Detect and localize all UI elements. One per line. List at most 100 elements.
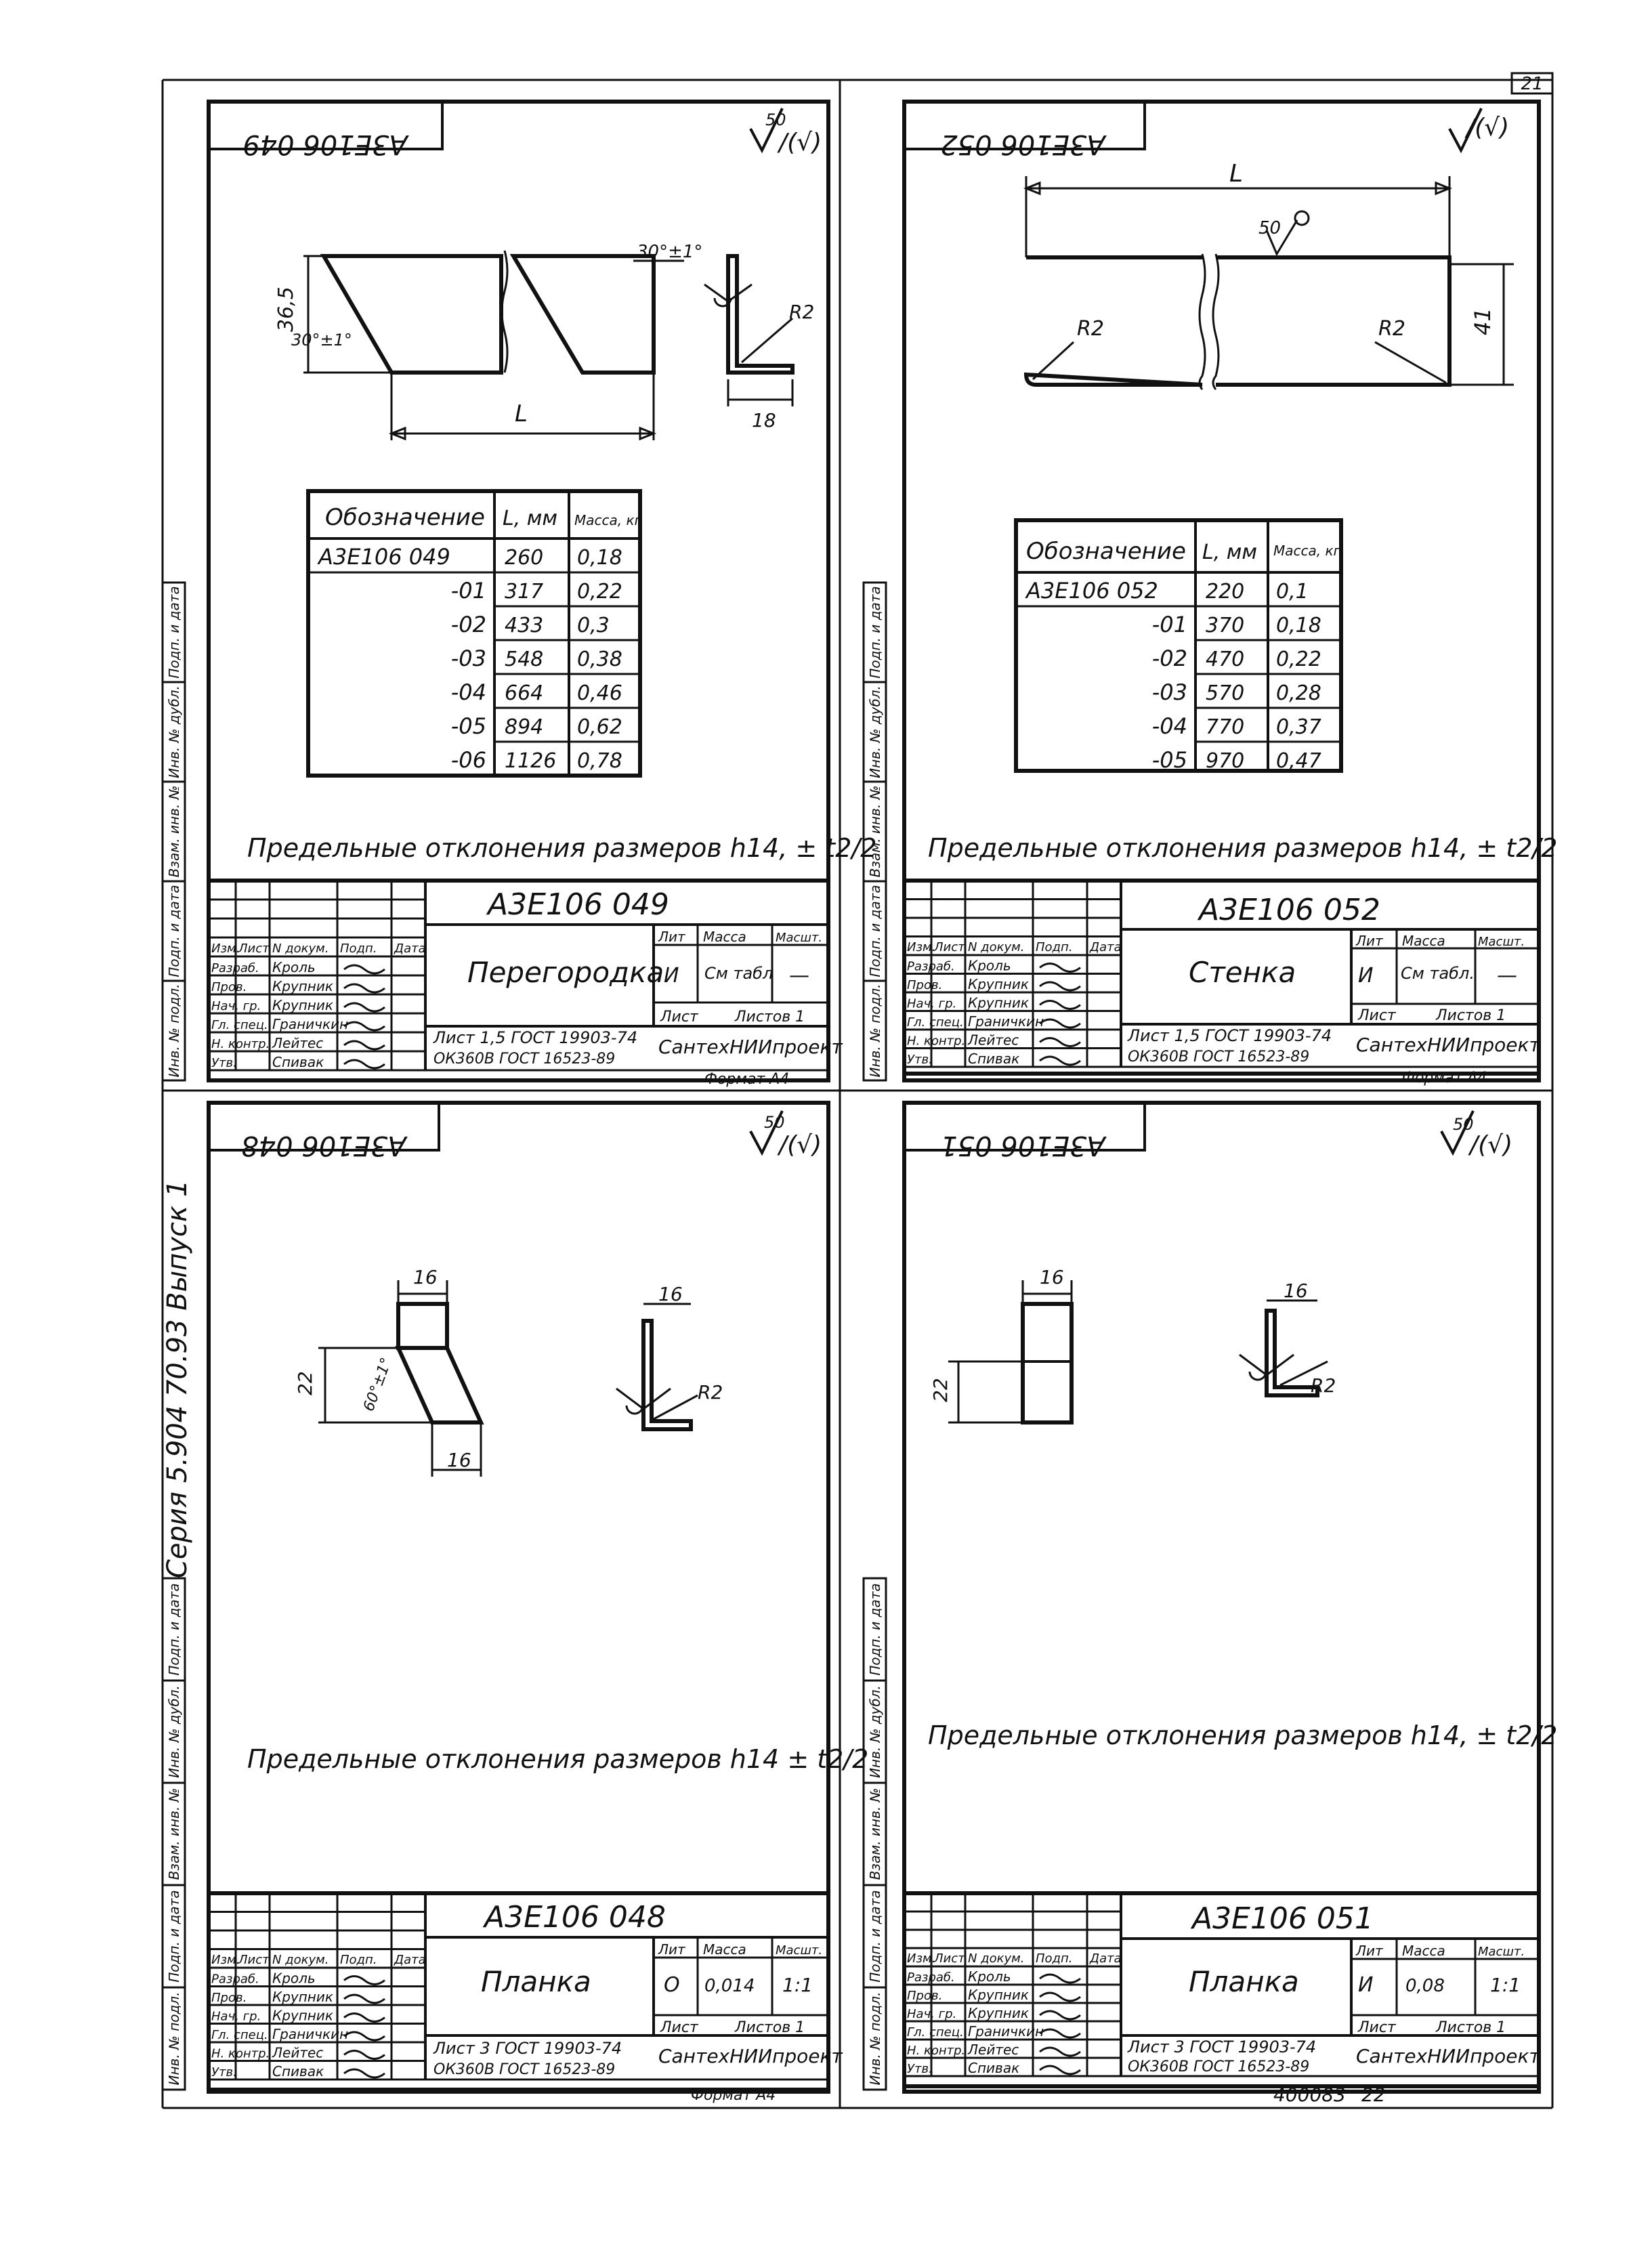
- cell-designation: А3Е106 049: [317, 544, 450, 570]
- svg-text:Лит: Лит: [658, 929, 686, 945]
- tb-header-label: Лист: [238, 1953, 270, 1967]
- cell-length: 770: [1206, 715, 1244, 739]
- cell-mass: 0,22: [1276, 648, 1321, 671]
- tolerance-note: Предельные отклонения размеров h14 ± t2/…: [247, 1744, 868, 1774]
- side-strip-label: Инв. № дубл.: [867, 685, 883, 778]
- tb-scale: 1:1: [1490, 1974, 1521, 1996]
- tb-role: Разраб.: [907, 960, 955, 974]
- svg-text:/(√): /(√): [777, 129, 822, 156]
- tb-material-2: ОК360В ГОСТ 16523-89: [433, 2061, 615, 2078]
- tb-header-label: Дата: [1089, 940, 1122, 954]
- tb-organization: СантехНИИпроект: [658, 1036, 843, 1058]
- cell-mass: 0,37: [1276, 715, 1321, 739]
- signature-mark: [343, 2012, 385, 2023]
- tb-person: Крупник: [968, 976, 1029, 992]
- tolerance-note: Предельные отклонения размеров h14, ± t2…: [928, 1720, 1557, 1750]
- designation-table: Обозначение L, мм Масса, кг: [1014, 518, 1343, 773]
- tb-part-name: Стенка: [1189, 956, 1296, 989]
- sheet-frame: [902, 1101, 1541, 2094]
- signature-mark: [343, 1002, 385, 1013]
- tb-person: Крупник: [272, 997, 333, 1013]
- tb-header-label: Лист: [933, 940, 965, 954]
- cell-length: 894: [505, 715, 543, 739]
- cell-length: 570: [1206, 681, 1244, 705]
- svg-text:50: 50: [1453, 1115, 1474, 1134]
- tb-role: Гл. спец.: [907, 1015, 964, 1030]
- signature-mark: [343, 1993, 385, 2004]
- tb-person: Граничкин: [272, 1016, 348, 1032]
- signature-mark: [1039, 2065, 1081, 2075]
- tb-header-label: Изм.: [907, 940, 935, 954]
- cell-mass: 0,1: [1276, 580, 1309, 604]
- tb-role: Разраб.: [211, 961, 259, 975]
- cell-length: 1126: [505, 749, 556, 773]
- signature-mark: [343, 1975, 385, 1985]
- svg-text:Масса: Масса: [1402, 933, 1445, 949]
- part-view-stenka: L 41 R2 R2 50: [1023, 160, 1514, 390]
- tb-role: Н. контр.: [907, 1034, 965, 1049]
- tb-person: Крупник: [968, 995, 1029, 1011]
- cell-designation: -05: [451, 713, 486, 739]
- side-strip-label: Подп. и дата: [867, 1890, 883, 1982]
- tb-role: Пров.: [211, 1991, 247, 2005]
- tb-role: Пров.: [907, 978, 942, 992]
- signature-mark: [1039, 1055, 1081, 1066]
- side-strip-label: Взам. инв. №: [166, 1788, 182, 1880]
- cell-length: 470: [1206, 648, 1244, 671]
- side-strip-label: Подп. и дата: [166, 885, 182, 977]
- svg-text:50: 50: [1258, 218, 1281, 238]
- cell-mass: 0,62: [577, 715, 622, 739]
- stamp-mirror-text: А3Е106 051: [940, 1130, 1107, 1161]
- side-strip-label: Взам. инв. №: [867, 1788, 883, 1880]
- cell-length: 433: [505, 614, 543, 637]
- tb-role: Пров.: [211, 980, 247, 994]
- tb-person: Крупник: [968, 1987, 1029, 2003]
- svg-text:30°±1°: 30°±1°: [637, 242, 702, 262]
- sheet-a3e106-052: А3Е106 052 /(√) L 41 R2 R2 50: [902, 100, 1557, 1086]
- roughness-mark: 50 /(√): [1440, 1110, 1512, 1159]
- signature-mark: [343, 964, 385, 975]
- svg-text:Масса, кг: Масса, кг: [1273, 543, 1341, 559]
- tb-person: Крупник: [272, 2008, 333, 2024]
- cell-mass: 0,47: [1276, 749, 1321, 773]
- side-strip-label: Взам. инв. №: [867, 786, 883, 878]
- page-number-box: [1510, 72, 1554, 95]
- designation-table: Обозначение L, мм Масса, кг: [306, 489, 642, 778]
- svg-text:/(√): /(√): [777, 1131, 822, 1159]
- svg-text:L, мм: L, мм: [1202, 541, 1257, 564]
- svg-text:Лист: Лист: [660, 1009, 699, 1026]
- cell-designation: -05: [1152, 747, 1187, 773]
- tb-header-label: Подп.: [340, 1953, 377, 1967]
- tb-mass: 0,08: [1405, 1976, 1445, 1996]
- cell-designation: -01: [451, 578, 486, 604]
- tb-material-2: ОК360В ГОСТ 16523-89: [1128, 1049, 1309, 1065]
- tb-role: Гл. спец.: [907, 2025, 964, 2040]
- svg-text:Масса: Масса: [1402, 1943, 1445, 1959]
- tb-material-1: Лист 1,5 ГОСТ 19903-74: [1127, 1026, 1332, 1045]
- tb-role: Нач. гр.: [211, 999, 261, 1013]
- svg-text:/(√): /(√): [1468, 1131, 1512, 1159]
- cell-mass: 0,18: [1276, 614, 1321, 637]
- signature-mark: [1039, 2046, 1081, 2057]
- svg-text:Масса: Масса: [703, 929, 746, 945]
- tb-header-label: Изм.: [211, 942, 240, 956]
- svg-text:Лит: Лит: [1355, 1943, 1384, 1959]
- tb-person: Крупник: [272, 1989, 333, 2005]
- signature-mark: [343, 1040, 385, 1051]
- tb-format: Формат А4: [704, 1071, 789, 1088]
- svg-text:Листов 1: Листов 1: [1435, 1007, 1506, 1024]
- svg-text:16: 16: [1040, 1266, 1064, 1288]
- tb-header-label: Подп.: [1036, 1951, 1072, 1966]
- tb-scale: —: [789, 964, 809, 988]
- signature-mark: [343, 2031, 385, 2042]
- tb-role: Н. контр.: [211, 2047, 270, 2061]
- cell-designation: -03: [1152, 679, 1187, 705]
- tb-header-label: Лист: [238, 942, 270, 956]
- tb-material-2: ОК360В ГОСТ 16523-89: [1128, 2059, 1309, 2075]
- svg-text:41: 41: [1470, 308, 1496, 335]
